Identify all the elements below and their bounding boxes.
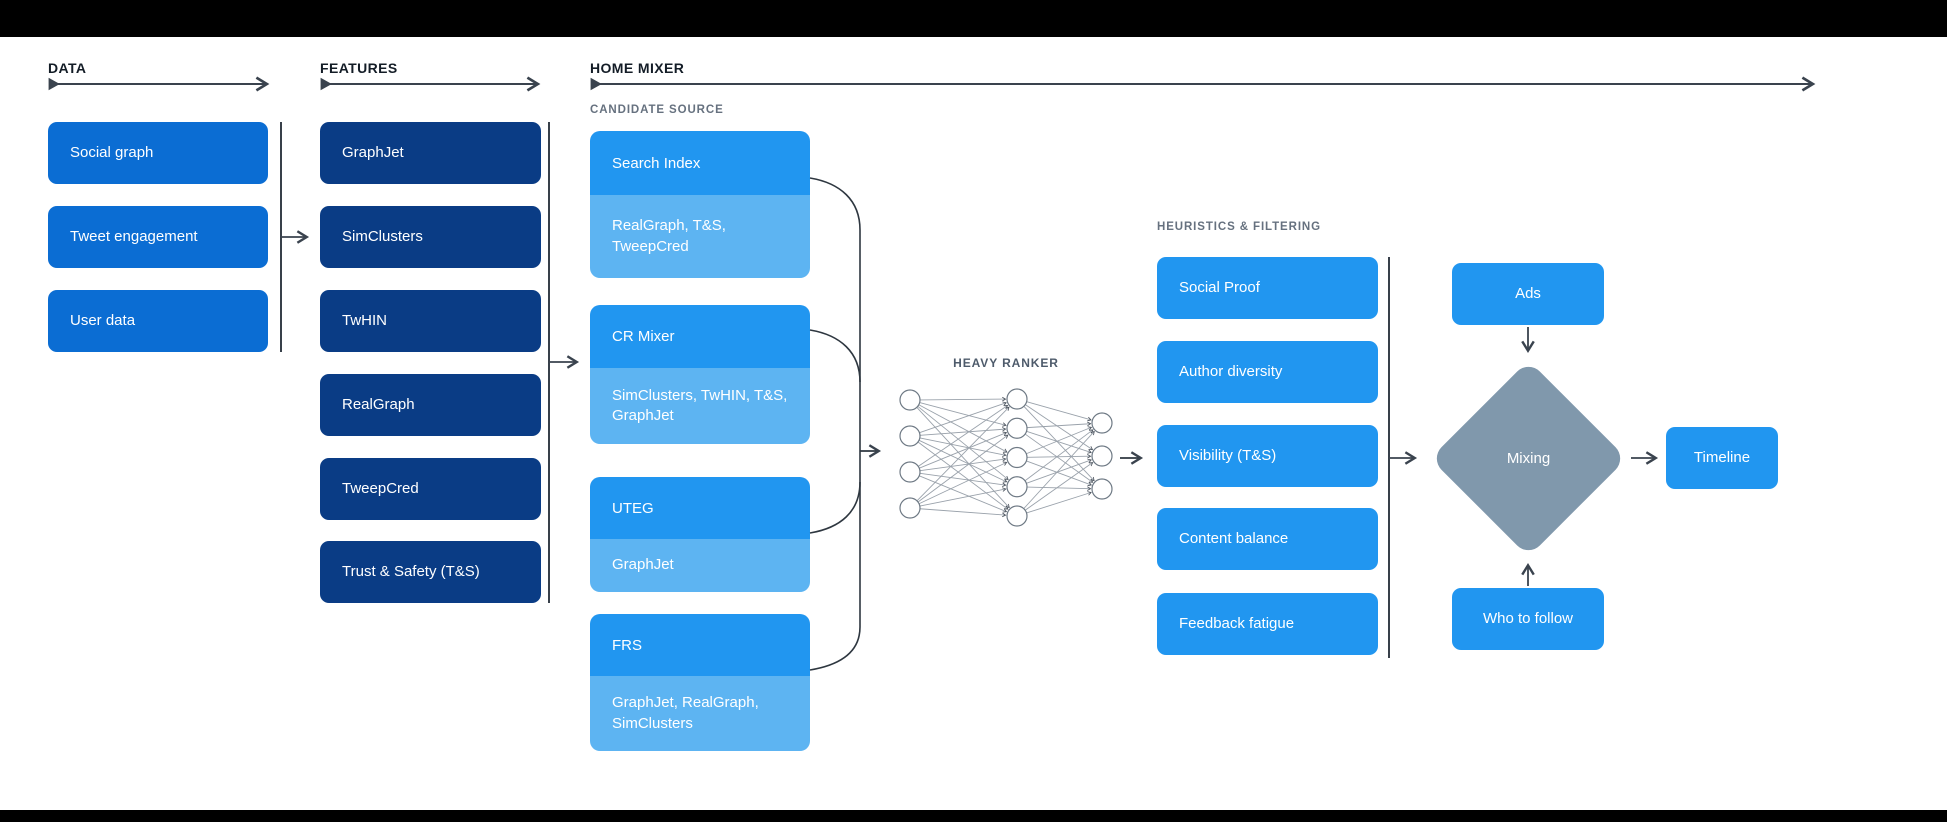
network-edge — [1026, 460, 1093, 487]
network-edge — [1026, 486, 1092, 491]
home-mixer-header: HOME MIXER — [590, 60, 685, 76]
network-node — [899, 461, 921, 483]
candidate-features: SimClusters, TwHIN, T&S, GraphJet — [590, 368, 810, 444]
candidate-card-uteg: UTEG GraphJet — [590, 477, 810, 592]
candidate-card-search-index: Search Index RealGraph, T&S, TweepCred — [590, 131, 810, 278]
network-edge — [917, 434, 1009, 503]
network-node — [1006, 446, 1028, 469]
data-box-social-graph: Social graph — [48, 122, 268, 184]
network-edge — [1026, 430, 1092, 454]
network-node — [1006, 505, 1028, 527]
network-edge — [919, 402, 1007, 427]
network-edge — [1023, 405, 1095, 482]
candidate-features: RealGraph, T&S, TweepCred — [590, 195, 810, 278]
network-edge — [919, 427, 1007, 436]
heavy-ranker-label: HEAVY RANKER — [953, 356, 1059, 370]
candidate-name: UTEG — [590, 477, 810, 539]
network-edge — [919, 431, 1008, 469]
candidate-features: GraphJet, RealGraph, SimClusters — [590, 676, 810, 751]
network-edge — [919, 508, 1007, 518]
network-edge — [919, 401, 1007, 434]
frs-connector — [809, 626, 861, 671]
network-edge — [919, 396, 1007, 402]
network-edge — [1023, 430, 1095, 509]
heuristic-box-author-diversity: Author diversity — [1157, 341, 1378, 403]
network-node — [1091, 445, 1113, 467]
network-edge — [1024, 433, 1094, 483]
network-node — [1006, 388, 1028, 410]
candidate-name: Search Index — [590, 131, 810, 195]
network-edge — [1026, 454, 1092, 459]
network-edge — [1026, 421, 1092, 429]
network-node — [899, 389, 921, 411]
candidate-features: GraphJet — [590, 539, 810, 592]
feature-box-twhin: TwHIN — [320, 290, 541, 352]
network-edge — [1026, 458, 1092, 484]
data-header: DATA — [48, 60, 87, 76]
network-edge — [919, 472, 1007, 487]
uteg-connector — [809, 481, 861, 534]
network-edge — [1026, 426, 1093, 455]
heuristics-filtering-label: HEURISTICS & FILTERING — [1157, 221, 1321, 233]
network-node — [1006, 476, 1028, 498]
network-node — [899, 497, 921, 519]
network-edge — [919, 437, 1007, 457]
network-edge — [917, 441, 1009, 510]
network-edge — [1026, 491, 1092, 514]
bottom-black-bar — [0, 810, 1947, 822]
candidate-card-cr-mixer: CR Mixer SimClusters, TwHIN, T&S, GraphJ… — [590, 305, 810, 444]
network-node — [1091, 412, 1113, 434]
network-node — [1006, 417, 1028, 439]
ads-box: Ads — [1452, 263, 1604, 325]
data-box-tweet-engagement: Tweet engagement — [48, 206, 268, 268]
network-edge — [918, 404, 1008, 453]
candidate-name: CR Mixer — [590, 305, 810, 368]
top-black-bar — [0, 0, 1947, 37]
feature-box-trust-safety: Trust & Safety (T&S) — [320, 541, 541, 603]
network-node — [899, 425, 921, 447]
network-edge — [918, 405, 1009, 467]
network-edge — [919, 457, 1007, 472]
candidate-name: FRS — [590, 614, 810, 676]
network-edge — [916, 406, 1010, 502]
timeline-box: Timeline — [1666, 427, 1778, 489]
network-edge — [1024, 429, 1094, 482]
network-edge — [918, 439, 1008, 483]
heuristic-box-visibility: Visibility (T&S) — [1157, 425, 1378, 487]
network-edge — [1025, 404, 1094, 451]
data-box-user-data: User data — [48, 290, 268, 352]
candidate-card-frs: FRS GraphJet, RealGraph, SimClusters — [590, 614, 810, 751]
network-edge — [916, 407, 1010, 509]
network-edge — [918, 461, 1008, 505]
features-header: FEATURES — [320, 60, 398, 76]
candidate-source-label: CANDIDATE SOURCE — [590, 104, 724, 116]
who-to-follow-box: Who to follow — [1452, 588, 1604, 650]
collector-line — [809, 177, 861, 627]
cr-mixer-connector — [809, 329, 861, 383]
network-node — [1091, 478, 1113, 500]
heuristic-box-content-balance: Content balance — [1157, 508, 1378, 570]
heuristic-box-feedback-fatigue: Feedback fatigue — [1157, 593, 1378, 655]
network-edge — [919, 487, 1007, 507]
heuristic-box-social-proof: Social Proof — [1157, 257, 1378, 319]
feature-box-tweepcred: TweepCred — [320, 458, 541, 520]
feature-box-graphjet: GraphJet — [320, 122, 541, 184]
network-edge — [1026, 401, 1092, 422]
network-edge — [1024, 462, 1094, 511]
network-edge — [917, 405, 1009, 481]
feature-box-simclusters: SimClusters — [320, 206, 541, 268]
network-edge — [919, 475, 1008, 513]
heavy-ranker-network — [899, 388, 1113, 527]
mixing-diamond-label: Mixing — [1506, 450, 1551, 467]
feature-box-realgraph: RealGraph — [320, 374, 541, 436]
